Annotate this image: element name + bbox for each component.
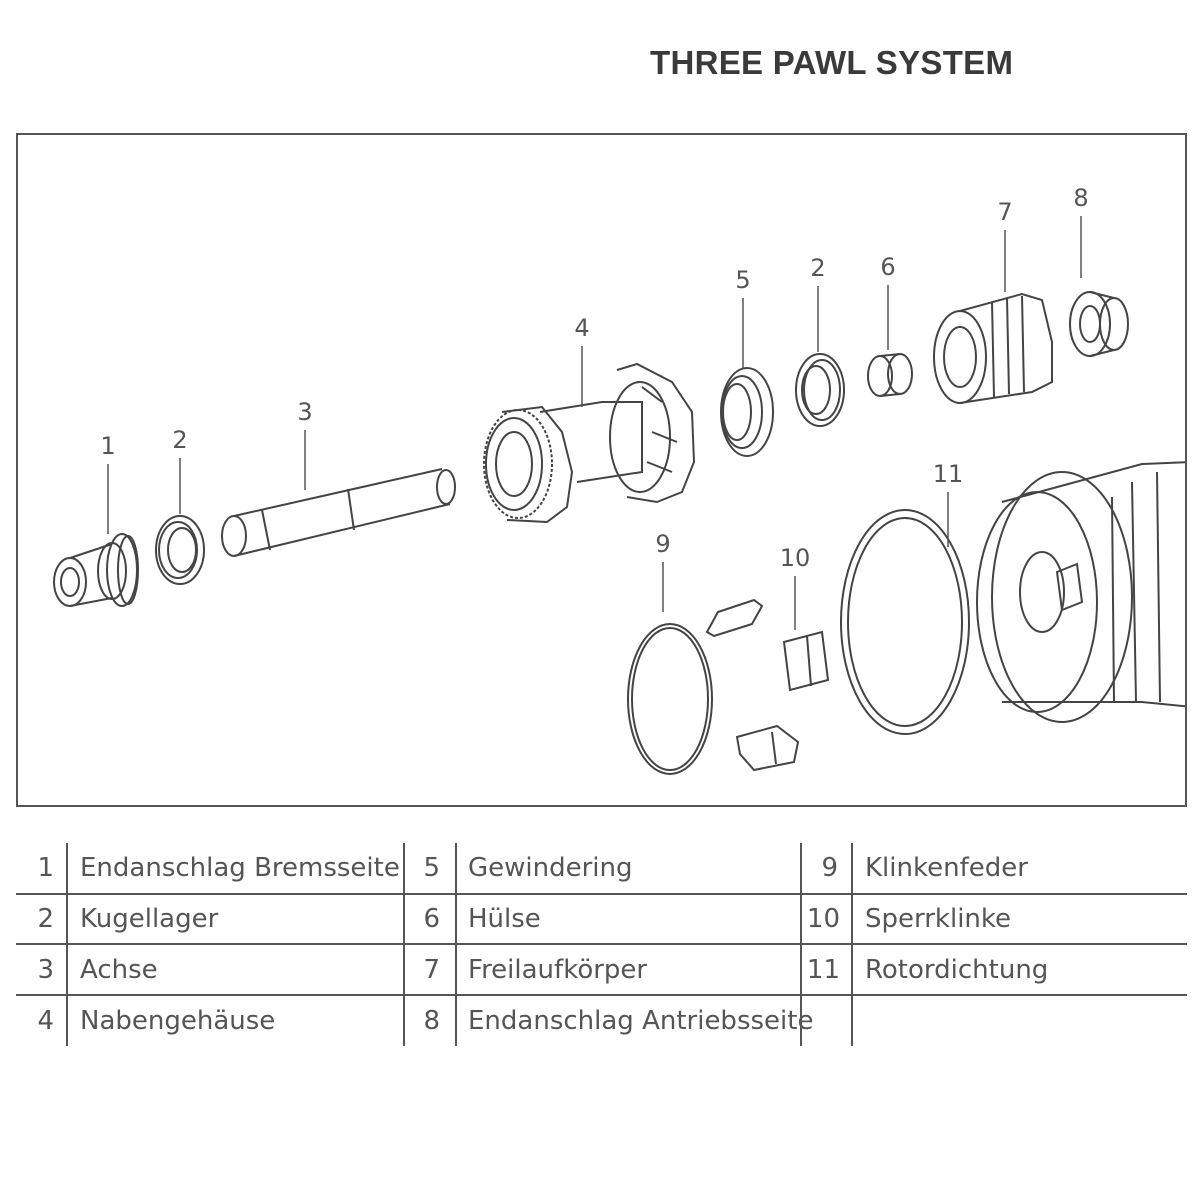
part-sleeve: [867, 353, 913, 397]
legend-number: 10: [806, 904, 840, 934]
part-bearing-right: [795, 353, 845, 427]
part-thread-ring: [720, 367, 774, 457]
exploded-view-diagram: 1 2 3 4 5 2 6 7 8 9 10 11: [53, 184, 1185, 775]
callout-label: 8: [1073, 184, 1088, 212]
part-freehub-body: [933, 292, 1053, 404]
legend-divider: [66, 843, 68, 1046]
freehub-detail-inset: [976, 461, 1185, 723]
part-bearing-left: [155, 515, 205, 585]
callout-label: 1: [100, 432, 115, 460]
legend-label: Gewindering: [468, 853, 633, 883]
legend-number: 5: [423, 853, 440, 883]
legend-number: 9: [821, 853, 838, 883]
legend-label: Klinkenfeder: [865, 853, 1028, 883]
legend-number: 7: [423, 955, 440, 985]
legend-label: Rotordichtung: [865, 955, 1049, 985]
legend-divider: [455, 843, 457, 1046]
legend-number: 3: [37, 955, 54, 985]
diagram-title: THREE PAWL SYSTEM: [650, 44, 1014, 81]
callout-label: 9: [655, 530, 670, 558]
legend-number: 4: [37, 1006, 54, 1036]
legend-label: Freilaufkörper: [468, 955, 648, 985]
legend-number: 8: [423, 1006, 440, 1036]
callout-label: 11: [933, 460, 964, 488]
callout-label: 2: [172, 426, 187, 454]
legend-number: 1: [37, 853, 54, 883]
part-rotor-seal: [840, 509, 970, 735]
part-axle: [221, 468, 456, 557]
exploded-view-frame: 1 2 3 4 5 2 6 7 8 9 10 11: [16, 133, 1187, 807]
part-pawls: [705, 598, 830, 772]
callout-label: 2: [810, 254, 825, 282]
part-end-cap-drive-side: [1069, 291, 1129, 357]
legend-label: Sperrklinke: [865, 904, 1012, 934]
part-pawl-spring: [627, 623, 713, 775]
callout-label: 6: [880, 253, 895, 281]
legend-rule: [16, 893, 1187, 895]
legend-label: Endanschlag Bremsseite: [80, 853, 400, 883]
part-end-cap-brake-side: [53, 533, 139, 607]
legend-label: Hülse: [468, 904, 541, 934]
legend-label: Endanschlag Antriebsseite: [468, 1006, 814, 1036]
legend-number: 6: [423, 904, 440, 934]
legend-label: Nabengehäuse: [80, 1006, 276, 1036]
leader-lines: [107, 216, 1082, 630]
legend-number: 11: [806, 955, 840, 985]
legend-divider: [800, 843, 802, 1046]
callout-label: 4: [574, 314, 589, 342]
legend-label: Kugellager: [80, 904, 219, 934]
callout-label: 10: [780, 544, 811, 572]
legend-rule: [16, 943, 1187, 945]
callout-label: 3: [297, 398, 312, 426]
callout-label: 5: [735, 266, 750, 294]
callout-label: 7: [997, 198, 1012, 226]
legend-label: Achse: [80, 955, 158, 985]
legend-number: 2: [37, 904, 54, 934]
part-hub-shell: [483, 362, 696, 524]
legend-rule: [16, 994, 1187, 996]
legend-divider: [851, 843, 853, 1046]
legend-divider: [403, 843, 405, 1046]
